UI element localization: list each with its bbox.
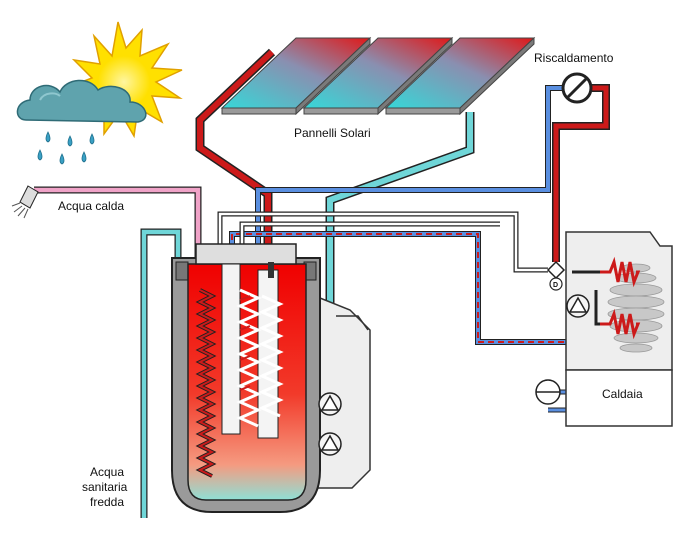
boiler	[565, 231, 673, 427]
cold-water-label-line1: Acqua	[90, 465, 124, 479]
cloud-icon	[16, 79, 147, 123]
cold-water-label: Acqua sanitaria fredda	[82, 465, 128, 509]
boiler-label: Caldaia	[602, 387, 643, 401]
solar-coil	[236, 288, 262, 428]
pump-icon[interactable]	[318, 432, 342, 456]
cold-water-label-line2: sanitaria	[82, 480, 128, 494]
valve-letter: D	[553, 282, 558, 289]
shower-head-icon	[11, 185, 39, 219]
rain-icon	[37, 131, 95, 165]
solar-panel-2	[302, 36, 454, 116]
temperature-sensor	[268, 262, 274, 278]
thermostat-dial-icon[interactable]	[561, 72, 593, 104]
hot-water-label: Acqua calda	[58, 199, 124, 213]
solar-panel-3	[384, 36, 536, 116]
cold-water-label-line3: fredda	[90, 495, 124, 509]
expansion-vessel-icon	[535, 379, 561, 405]
heating-label: Riscaldamento	[534, 51, 614, 65]
solar-panels	[220, 36, 536, 116]
pump-icon[interactable]	[318, 392, 342, 416]
mixing-valve-icon[interactable]: D	[546, 260, 566, 291]
panels-label: Pannelli Solari	[294, 126, 371, 140]
pump-icon[interactable]	[566, 294, 590, 318]
solar-panel-1	[220, 36, 372, 116]
